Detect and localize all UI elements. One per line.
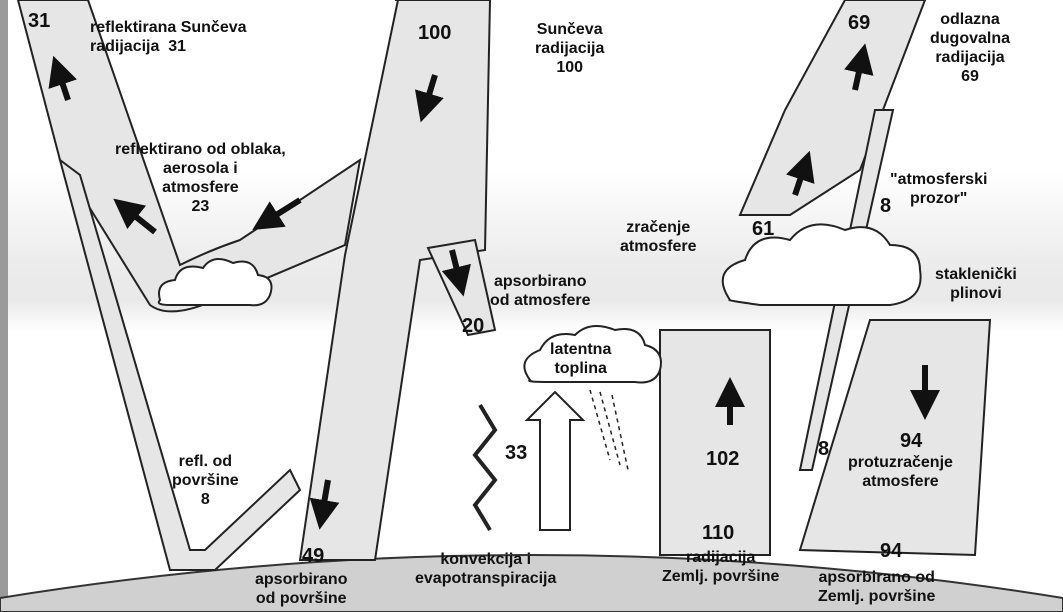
reflected-surface-label: refl. od površine 8	[172, 452, 239, 509]
back-radiation-label: protuzračenje atmosfere	[848, 453, 953, 491]
solar-in-label: Sunčeva radijacija 100	[535, 20, 604, 77]
outgoing-lw-label: odlazna dugovalna radijacija 69	[930, 10, 1010, 86]
back-radiation-value: 94	[900, 430, 922, 452]
solar-in-value: 100	[418, 22, 451, 44]
reflected-total-label: reflektirana Sunčeva radijacija 31	[90, 18, 247, 56]
back-radiation-base-value: 94	[880, 540, 902, 562]
surface-up-base-value: 110	[702, 522, 734, 544]
surface-up-value: 102	[706, 448, 739, 470]
atmos-emission-label: zračenje atmosfere	[620, 218, 696, 256]
reflected-total-value: 31	[28, 10, 50, 32]
convection-label: konvekcija i evapotranspiracija	[415, 550, 556, 588]
evapo-arrow	[527, 392, 583, 530]
left-border	[0, 0, 8, 612]
absorbed-atmos-value: 20	[462, 315, 484, 337]
back-radiation-base-label: apsorbirano od Zemlj. površine	[818, 568, 935, 606]
atmos-window-value-low: 8	[818, 438, 829, 460]
surface-up-label: radijacija Zemlj. površine	[662, 548, 779, 586]
absorbed-surface-value: 49	[302, 545, 324, 567]
latent-heat-label: latentna toplina	[550, 340, 611, 378]
atmos-window-value: 8	[880, 195, 891, 217]
convection-value: 33	[505, 442, 527, 464]
greenhouse-label: staklenički plinovi	[935, 265, 1017, 303]
absorbed-atmos-label: apsorbirano od atmosfere	[490, 272, 590, 310]
reflected-atmos-label: reflektirano od oblaka, aerosola i atmos…	[115, 140, 286, 216]
outgoing-lw-value: 69	[848, 12, 870, 34]
absorbed-surface-label: apsorbirano od površine	[255, 570, 347, 608]
atmos-emission-value: 61	[752, 218, 774, 240]
atmos-window-label: "atmosferski prozor"	[890, 170, 987, 208]
